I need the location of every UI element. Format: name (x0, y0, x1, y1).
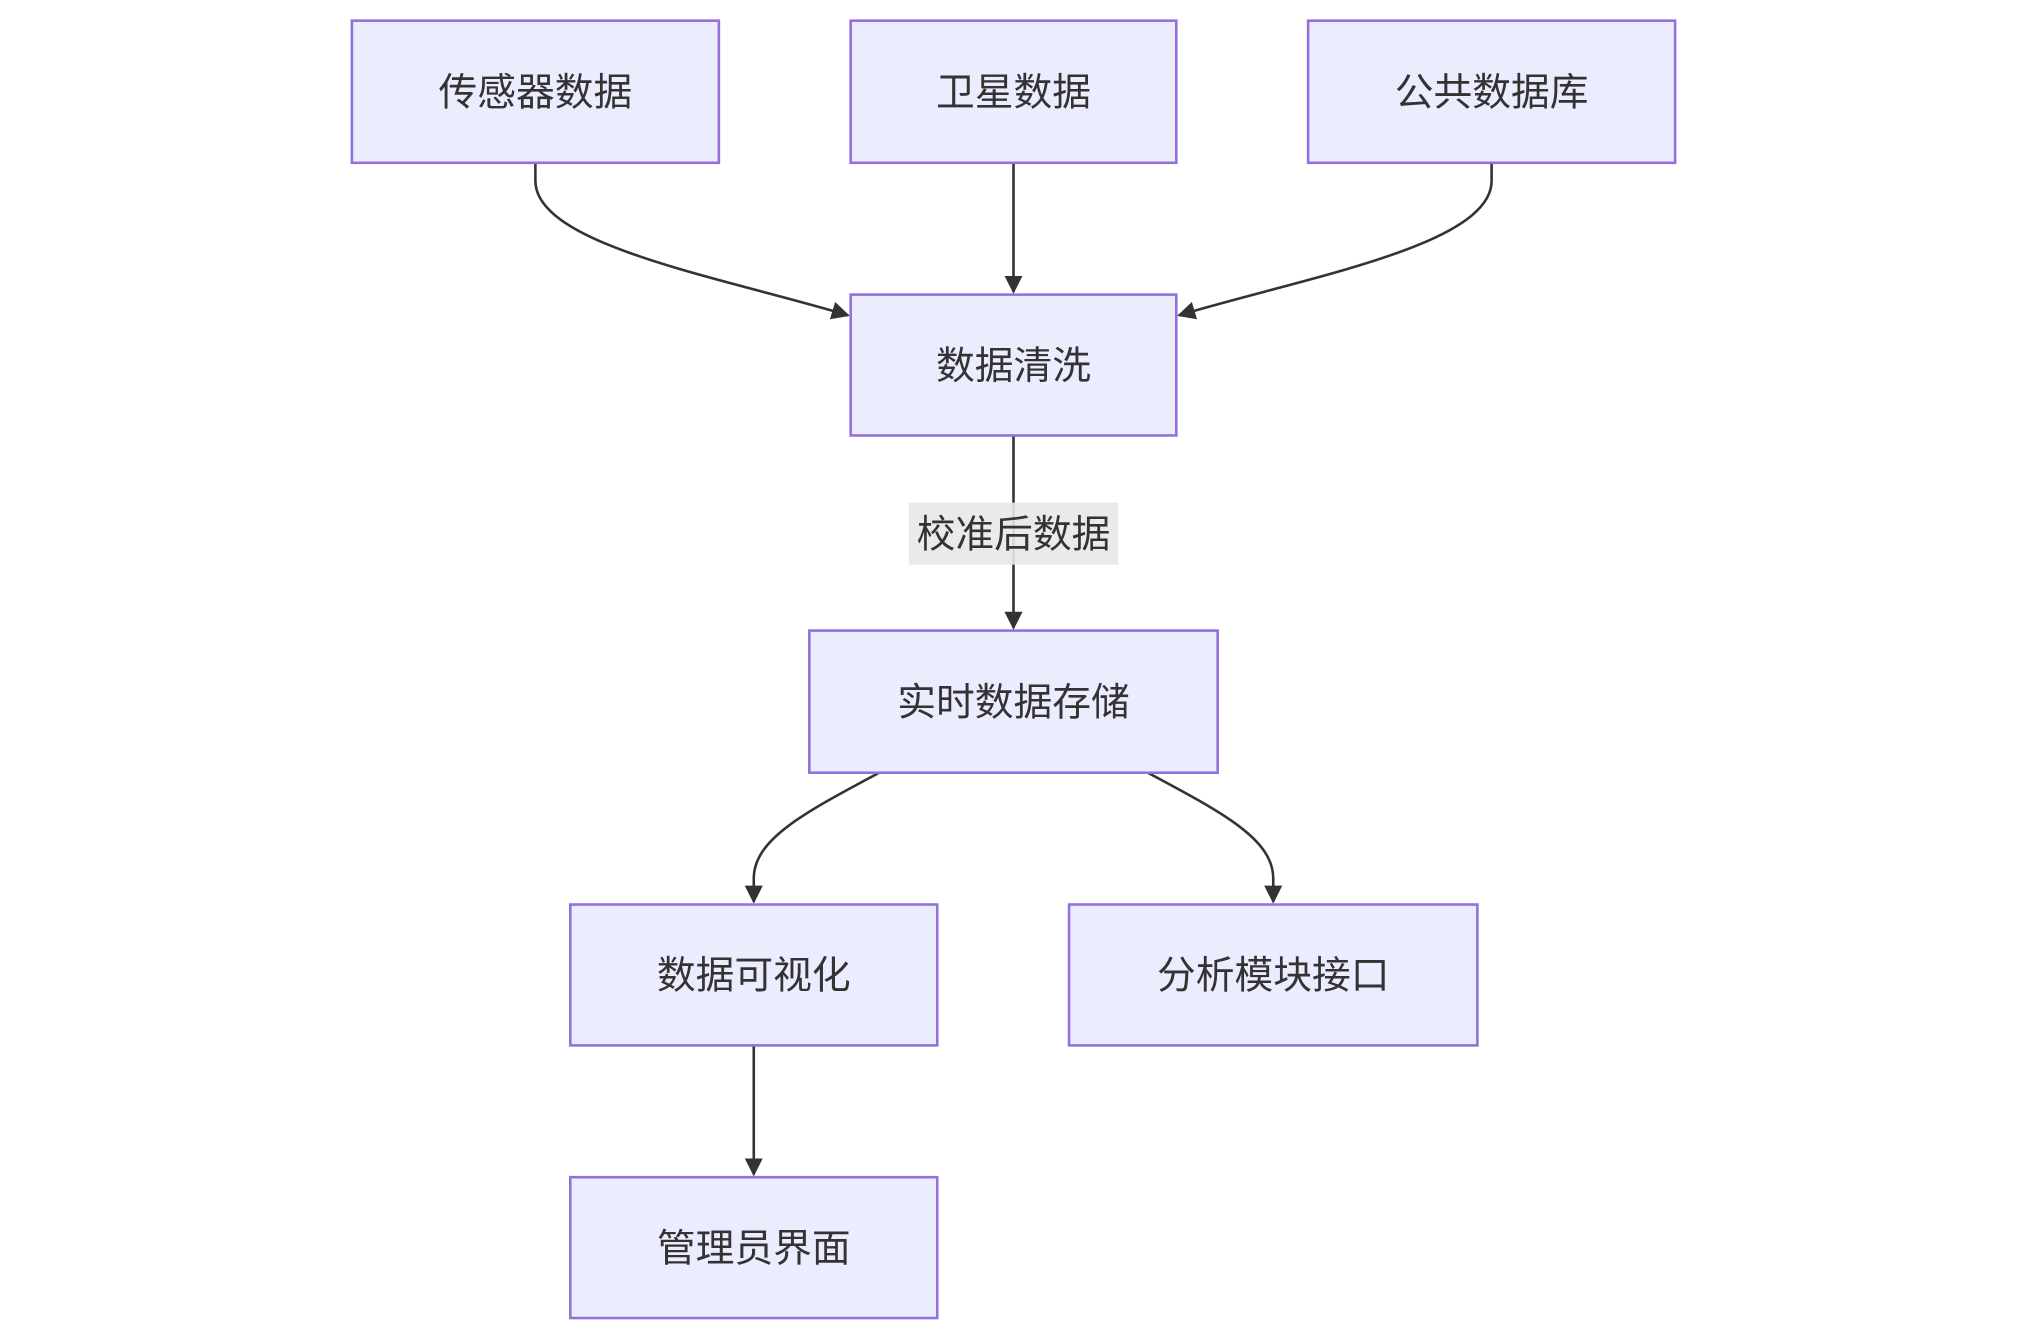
node-label: 数据清洗 (936, 344, 1091, 389)
node-visualization: 数据可视化 (568, 903, 939, 1047)
edge-storage-to-analysis (1147, 771, 1283, 904)
node-label: 卫星数据 (936, 71, 1091, 116)
node-box (568, 903, 939, 1047)
node-box (1067, 903, 1479, 1047)
node-storage: 实时数据存储 (808, 629, 1219, 775)
edge-label-bg (908, 502, 1119, 565)
edge-sensor-to-cleaning (534, 162, 850, 320)
node-box (808, 629, 1219, 775)
node-box (849, 293, 1178, 437)
node-public-db: 公共数据库 (1306, 19, 1677, 165)
edge-public-db-to-cleaning (1177, 162, 1493, 320)
node-cleaning: 数据清洗 (849, 293, 1178, 437)
node-box (350, 19, 721, 165)
node-box (1306, 19, 1677, 165)
node-satellite: 卫星数据 (849, 19, 1178, 165)
node-label: 管理员界面 (657, 1226, 851, 1271)
node-label: 分析模块接口 (1157, 954, 1390, 999)
node-box (849, 19, 1178, 165)
node-label: 传感器数据 (439, 71, 633, 116)
edge-label-text: 校准后数据 (917, 512, 1111, 557)
node-admin: 管理员界面 (568, 1175, 939, 1320)
node-sensor: 传感器数据 (350, 19, 721, 165)
node-box (568, 1175, 939, 1320)
edge-label: 校准后数据 (908, 502, 1119, 565)
node-label: 实时数据存储 (897, 680, 1130, 725)
edge-storage-to-visualization (744, 771, 880, 904)
node-label: 公共数据库 (1395, 71, 1589, 116)
node-label: 数据可视化 (657, 954, 851, 999)
node-analysis: 分析模块接口 (1067, 903, 1479, 1047)
